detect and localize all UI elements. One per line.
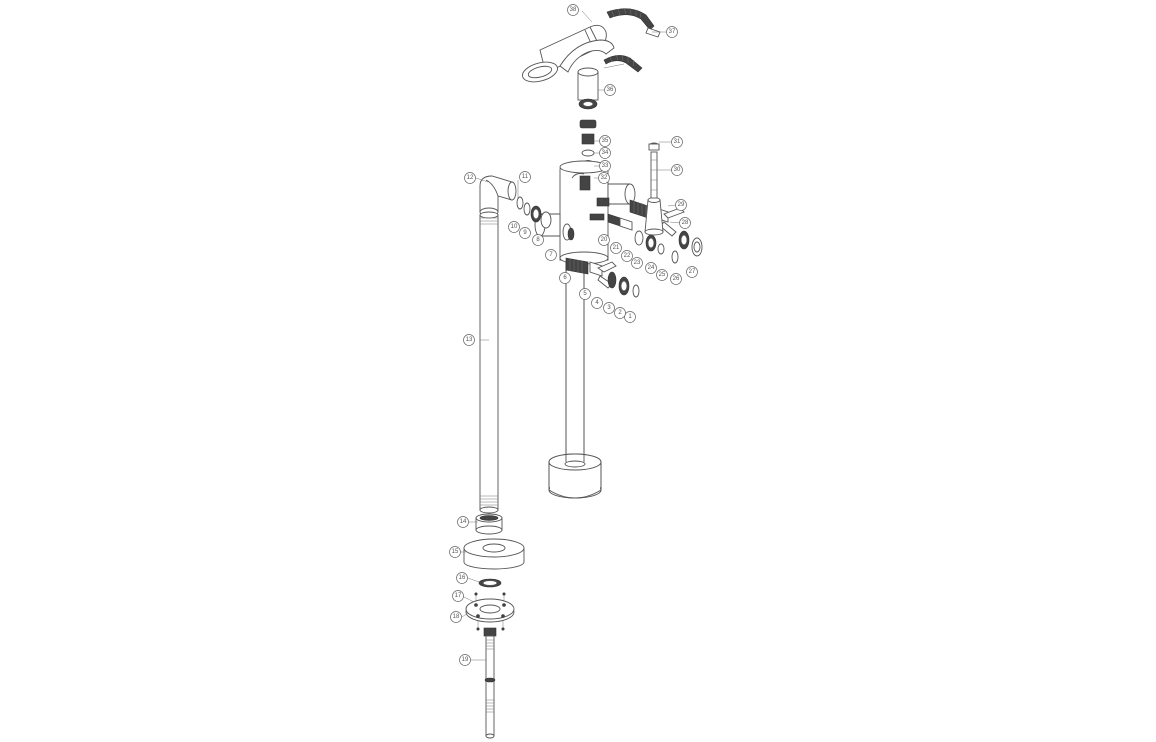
svg-text:8: 8 [536, 237, 540, 243]
callout-8: 8 [532, 234, 544, 246]
callout-38: 38 [567, 4, 579, 16]
callout-5: 5 [579, 288, 591, 300]
fixing-plate [465, 592, 515, 631]
diverter-riser [577, 67, 599, 176]
callout-19: 19 [459, 654, 471, 666]
svg-text:11: 11 [522, 174, 529, 180]
callout-32: 32 [598, 172, 610, 184]
callout-6: 6 [559, 272, 571, 284]
callout-24: 24 [645, 262, 657, 274]
svg-text:18: 18 [453, 614, 460, 620]
svg-text:6: 6 [563, 275, 567, 281]
callout-17: 17 [452, 590, 464, 602]
svg-text:23: 23 [634, 260, 641, 266]
svg-text:38: 38 [570, 7, 577, 13]
svg-text:25: 25 [659, 272, 666, 278]
svg-text:32: 32 [601, 175, 608, 181]
callout-30: 30 [671, 164, 683, 176]
svg-text:30: 30 [674, 167, 681, 173]
handset-cradle [559, 39, 643, 73]
callout-22: 22 [621, 250, 633, 262]
callout-21: 21 [610, 242, 622, 254]
callout-15: 15 [449, 546, 461, 558]
standpipe-left [479, 211, 499, 514]
callout-3: 3 [603, 302, 615, 314]
svg-text:36: 36 [607, 87, 614, 93]
callout-37: 37 [666, 26, 678, 38]
left-valve-assembly [565, 257, 640, 298]
callout-36: 36 [604, 84, 616, 96]
svg-text:17: 17 [455, 593, 462, 599]
callout-35: 35 [599, 135, 611, 147]
callout-28: 28 [679, 217, 691, 229]
standpipe-right [548, 261, 602, 499]
callout-27: 27 [686, 266, 698, 278]
callout-23: 23 [631, 257, 643, 269]
svg-text:28: 28 [682, 220, 689, 226]
callout-31: 31 [671, 136, 683, 148]
elbow-fitting [479, 175, 517, 217]
svg-text:21: 21 [613, 245, 620, 251]
svg-text:15: 15 [452, 549, 459, 555]
callout-18: 18 [450, 611, 462, 623]
svg-text:35: 35 [602, 138, 609, 144]
svg-text:22: 22 [624, 253, 631, 259]
threaded-rod [483, 627, 497, 739]
callout-34: 34 [599, 147, 611, 159]
diverter-lever [644, 142, 664, 236]
callout-1: 1 [624, 311, 636, 323]
svg-text:26: 26 [673, 276, 680, 282]
svg-text:31: 31 [674, 139, 681, 145]
callout-13: 13 [463, 334, 475, 346]
svg-text:13: 13 [466, 337, 473, 343]
callout-26: 26 [670, 273, 682, 285]
svg-text:20: 20 [601, 237, 608, 243]
hand-shower-handset [522, 24, 607, 83]
svg-text:29: 29 [678, 202, 685, 208]
shower-hose-top [606, 7, 661, 38]
base-shroud [463, 538, 525, 570]
svg-text:16: 16 [459, 575, 466, 581]
svg-text:9: 9 [523, 230, 527, 236]
svg-text:12: 12 [467, 175, 474, 181]
svg-text:2: 2 [618, 310, 622, 316]
callout-33: 33 [599, 160, 611, 172]
callout-16: 16 [456, 572, 468, 584]
callout-12: 12 [464, 172, 476, 184]
svg-text:24: 24 [648, 265, 655, 271]
callout-11: 11 [519, 171, 531, 183]
callout-29: 29 [675, 199, 687, 211]
svg-text:34: 34 [602, 150, 609, 156]
svg-text:27: 27 [689, 269, 696, 275]
svg-text:10: 10 [511, 224, 518, 230]
svg-text:5: 5 [583, 291, 587, 297]
svg-text:1: 1 [628, 314, 632, 320]
callout-2: 2 [614, 307, 626, 319]
callout-9: 9 [519, 227, 531, 239]
callout-10: 10 [508, 221, 520, 233]
svg-text:14: 14 [460, 519, 467, 525]
svg-text:3: 3 [607, 305, 611, 311]
svg-text:19: 19 [462, 657, 469, 663]
base-washer [478, 578, 502, 588]
svg-text:7: 7 [549, 252, 553, 258]
svg-text:4: 4 [595, 300, 599, 306]
leader-lines [460, 10, 682, 661]
callout-25: 25 [656, 269, 668, 281]
svg-text:37: 37 [669, 29, 676, 35]
union-nut [475, 513, 503, 535]
callout-14: 14 [457, 516, 469, 528]
svg-text:33: 33 [602, 163, 609, 169]
callout-7: 7 [545, 249, 557, 261]
inlet-fittings-left [516, 196, 575, 241]
callout-20: 20 [598, 234, 610, 246]
callout-4: 4 [591, 297, 603, 309]
